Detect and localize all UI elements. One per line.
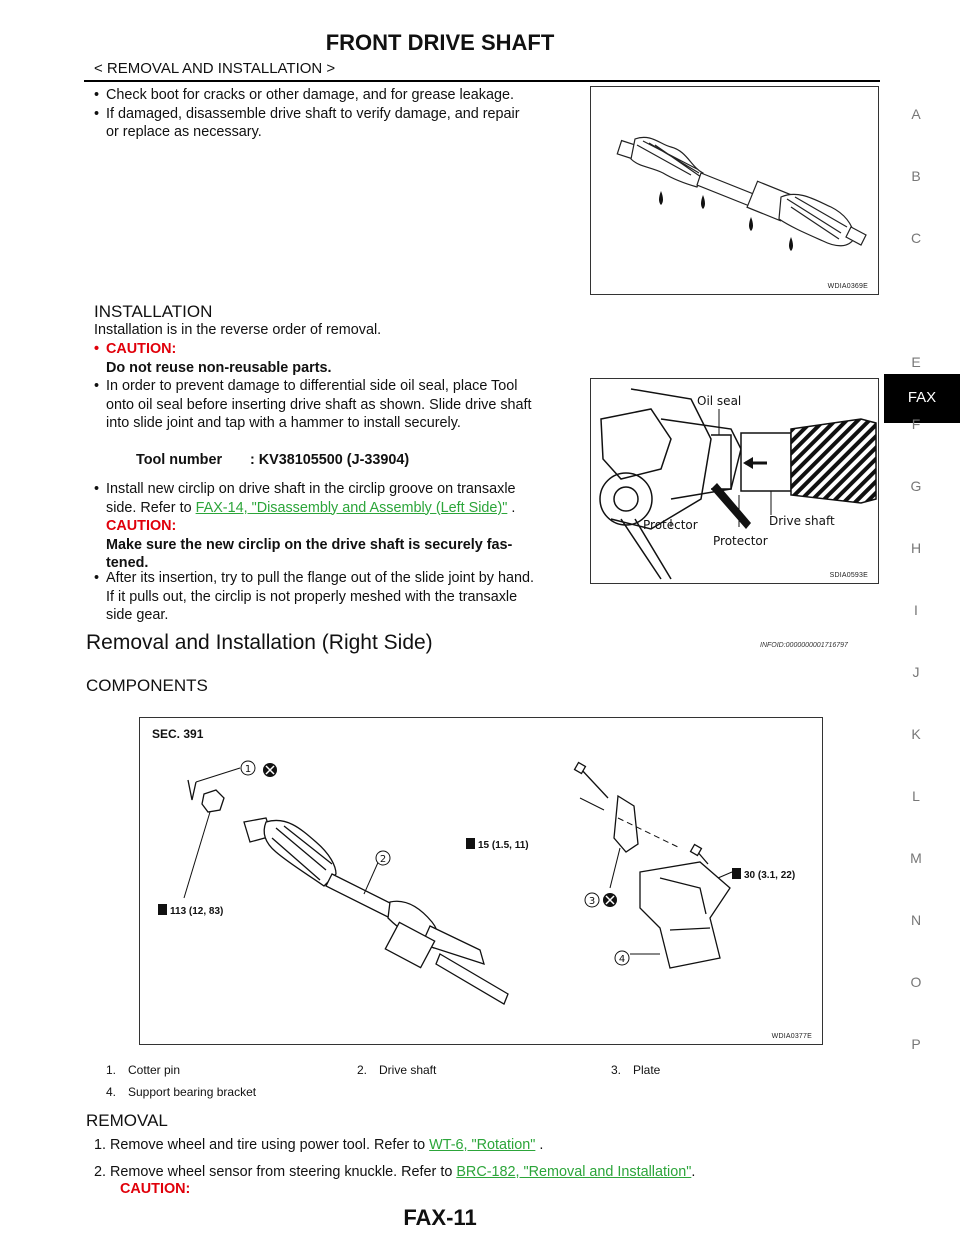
installation-step-2: •Install new circlip on drive shaft in t… (94, 480, 584, 573)
installation-step-1: •In order to prevent damage to different… (94, 378, 532, 431)
legend-text: Support bearing bracket (128, 1085, 257, 1099)
tool-number-value: : KV38105500 (J-33904) (250, 452, 410, 468)
link-brc-182[interactable]: BRC-182, "Removal and Installation" (456, 1164, 692, 1180)
section-index-b[interactable]: B (911, 168, 921, 184)
section-index-o[interactable]: O (910, 974, 922, 990)
section-index-f[interactable]: F (911, 416, 921, 432)
tool-number-label: Tool number (136, 452, 223, 468)
section-index-j[interactable]: J (912, 664, 920, 680)
figure-boot-inspection: WDIA0369E (590, 86, 879, 295)
drive-shaft-illustration (616, 136, 867, 251)
section-index-h[interactable]: H (910, 540, 922, 556)
caution2-text: Make sure the new circlip on the drive s… (106, 536, 513, 572)
label-oil-seal: Oil seal (697, 394, 741, 408)
page-number: FAX-11 (403, 1205, 477, 1230)
figure-id: WDIA0369E (827, 283, 868, 290)
figure-id: SDIA0593E (829, 572, 868, 579)
label-drive-shaft: Drive shaft (769, 514, 835, 528)
figure-oil-seal: Oil seal Drive shaft Protector Protector… (590, 378, 879, 584)
legend-row: 1. Cotter pin 2. Drive shaft 3. Plate (106, 1059, 753, 1081)
section-index-e[interactable]: E (911, 354, 921, 370)
header-rule (84, 80, 880, 82)
legend-num: 1. (106, 1063, 117, 1077)
callout-1 (240, 760, 256, 776)
components-legend: 1. Cotter pin 2. Drive shaft 3. Plate 4.… (106, 1059, 753, 1103)
section-index-active[interactable]: FAX (884, 374, 960, 423)
legend-text: Cotter pin (128, 1063, 181, 1077)
caution2-label: CAUTION: (106, 518, 177, 534)
callout-4-label: 4 (619, 954, 625, 965)
inspect-bullet-2: •If damaged, disassemble drive shaft to … (94, 105, 520, 141)
caution-label: CAUTION: (106, 341, 177, 357)
callout-3 (584, 892, 600, 908)
label-protector-center: Protector (713, 534, 768, 548)
section-index-k[interactable]: K (911, 726, 921, 742)
legend-row: 4. Support bearing bracket (106, 1081, 753, 1103)
oil-seal-illustration: Oil seal Drive shaft Protector Protector (599, 388, 877, 580)
callout-4 (614, 950, 630, 966)
non-reusable-icon (263, 763, 617, 907)
callout-2 (375, 850, 391, 866)
legend-num: 4. (106, 1085, 117, 1099)
torque-icon (158, 838, 741, 915)
torque-label-plate-bolt: 15 (1.5, 11) (478, 840, 529, 851)
installation-heading: INSTALLATION (94, 302, 213, 321)
caution-text: Do not reuse non-reusable parts. (106, 359, 332, 376)
components-heading: COMPONENTS (86, 676, 208, 695)
link-wt-6[interactable]: WT-6, "Rotation" (429, 1137, 536, 1153)
page-title: FRONT DRIVE SHAFT (325, 30, 555, 55)
figure-id: WDIA0377E (771, 1033, 812, 1040)
removal-step-1: 1. Remove wheel and tire using power too… (94, 1137, 544, 1153)
legend-num: 2. (357, 1063, 368, 1077)
legend-text: Plate (633, 1063, 661, 1077)
removal-heading: REMOVAL (86, 1111, 168, 1130)
link-fax-14[interactable]: FAX-14, "Disassembly and Assembly (Left … (195, 499, 508, 516)
figure-components: 1 2 3 4 SEC. 391 15 (1.5, 11) 30 (3.1, 2… (139, 717, 823, 1045)
breadcrumb: < REMOVAL AND INSTALLATION > (94, 60, 336, 77)
section-index-fax: FAX (907, 389, 937, 406)
callout-3-label: 3 (589, 896, 595, 907)
legend-num: 3. (611, 1063, 622, 1077)
section-index-l[interactable]: L (912, 788, 920, 804)
section-index-p[interactable]: P (911, 1036, 921, 1052)
removal-step-2: 2. Remove wheel sensor from steering knu… (94, 1164, 696, 1180)
section-index-i[interactable]: I (914, 602, 918, 618)
removal-caution: CAUTION: (120, 1181, 191, 1197)
section-index-m[interactable]: M (910, 850, 922, 866)
section-index-n[interactable]: N (910, 912, 922, 928)
torque-label-bracket-bolt: 30 (3.1, 22) (744, 870, 795, 881)
installation-step-3: •After its insertion, try to pull the fl… (94, 570, 534, 623)
section-index-g[interactable]: G (910, 478, 922, 494)
components-exploded-view: 1 2 3 4 SEC. 391 15 (1.5, 11) 30 (3.1, 2… (152, 727, 795, 1005)
inspect-bullet-1: •Check boot for cracks or other damage, … (94, 87, 514, 103)
section-index-c[interactable]: C (910, 230, 922, 246)
callout-1-label: 1 (245, 764, 251, 775)
label-protector-left: Protector (643, 518, 698, 532)
inspect-bullets: •Check boot for cracks or other damage, … (94, 86, 574, 142)
info-id: INFOID:0000000001716797 (760, 642, 848, 649)
callout-2-label: 2 (380, 854, 386, 865)
installation-intro: Installation is in the reverse order of … (94, 322, 382, 338)
section-index-a[interactable]: A (911, 106, 921, 122)
legend-text: Drive shaft (379, 1063, 437, 1077)
torque-label-nut: 113 (12, 83) (170, 906, 223, 917)
installation-caution: •CAUTION: Do not reuse non-reusable part… (94, 340, 574, 377)
section-number: SEC. 391 (152, 727, 204, 741)
section-heading-right-side: Removal and Installation (Right Side) (86, 631, 433, 654)
